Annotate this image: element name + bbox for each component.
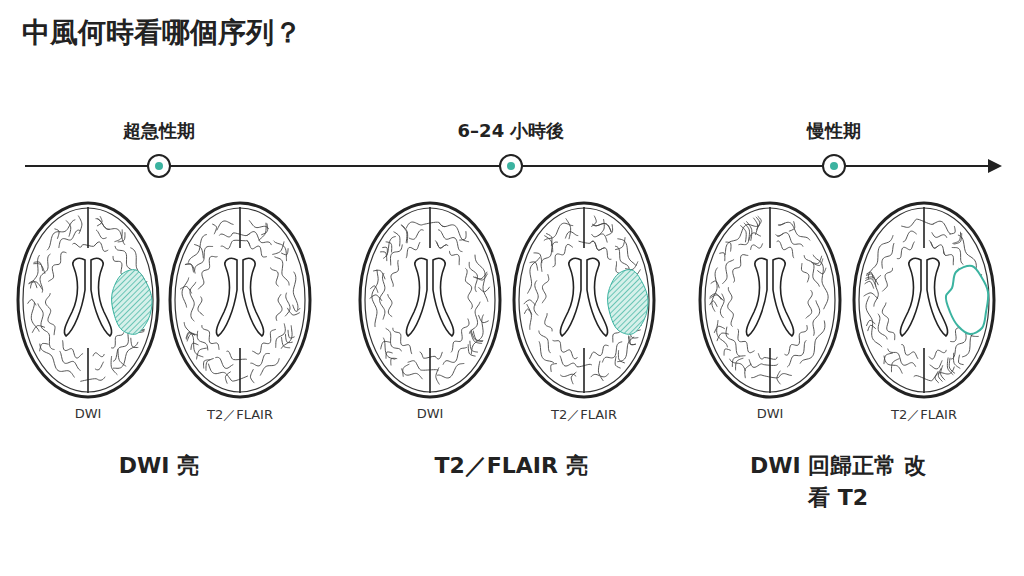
- lesion: [608, 270, 649, 335]
- sequence-label: T2／FLAIR: [508, 406, 660, 424]
- brain-illustration: [354, 200, 506, 402]
- brain-scan: T2／FLAIR: [848, 200, 1000, 426]
- brain-scan: DWI: [354, 200, 506, 423]
- timeline-dot: [148, 155, 170, 177]
- sequence-label: T2／FLAIR: [848, 406, 1000, 424]
- sequence-label: DWI: [354, 406, 506, 421]
- brain-illustration: [508, 200, 660, 402]
- phase-label: 超急性期: [123, 118, 195, 144]
- brain-scan: DWI: [694, 200, 846, 423]
- phase-label: 慢性期: [807, 118, 861, 144]
- sequence-label: DWI: [12, 406, 164, 421]
- caption-text: T2／FLAIR 亮: [434, 450, 587, 482]
- brain-scan: T2／FLAIR: [164, 200, 316, 426]
- caption-text: DWI 亮: [119, 450, 199, 482]
- brain-illustration: [694, 200, 846, 402]
- caption-text: DWI 回歸正常 改看 T2: [748, 450, 928, 514]
- brain-scan: T2／FLAIR: [508, 200, 660, 426]
- sequence-label: T2／FLAIR: [164, 406, 316, 424]
- brain-scan: DWI: [12, 200, 164, 423]
- timeline-dot: [500, 155, 522, 177]
- lesion: [112, 270, 153, 335]
- sequence-label: DWI: [694, 406, 846, 421]
- lesion: [946, 266, 988, 334]
- title: 中風何時看哪個序列？: [22, 14, 302, 52]
- phase-label: 6–24 小時後: [458, 118, 565, 144]
- brain-illustration: [848, 200, 1000, 402]
- brain-illustration: [164, 200, 316, 402]
- timeline-dot: [823, 155, 845, 177]
- timeline-arrowhead: [988, 159, 1002, 173]
- brain-illustration: [12, 200, 164, 402]
